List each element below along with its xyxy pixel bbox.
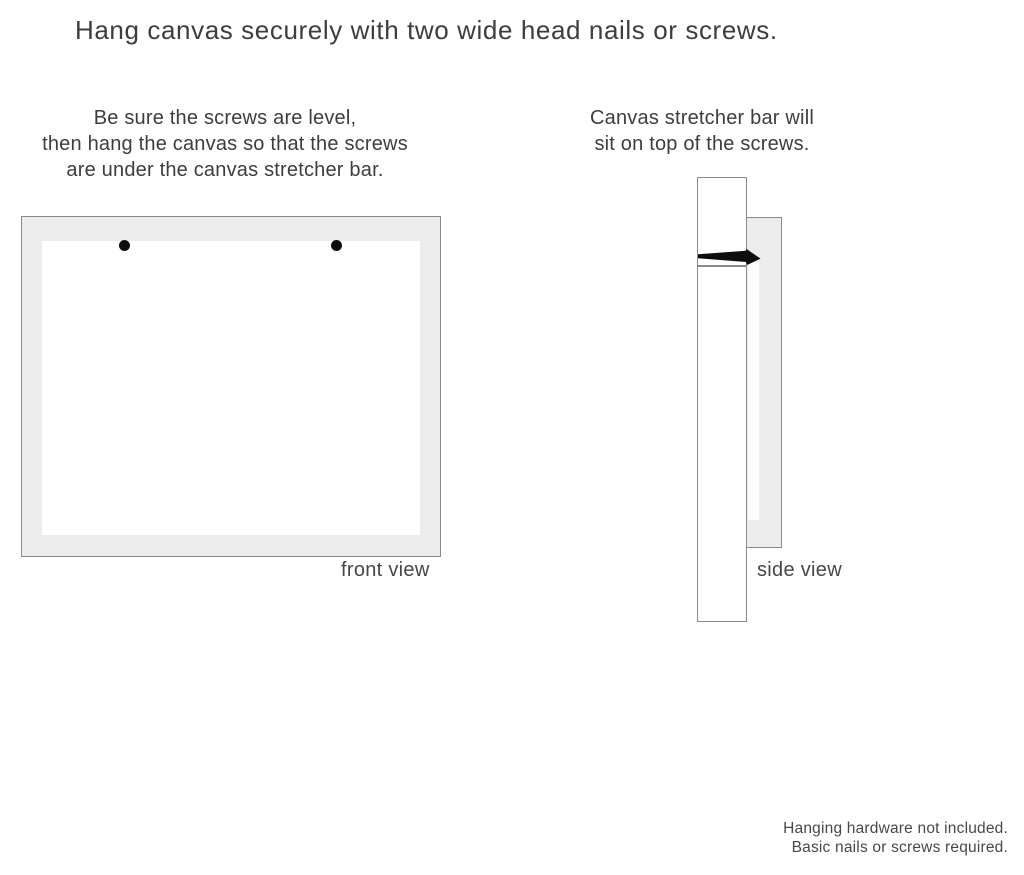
side-view-label: side view (757, 559, 842, 581)
front-view-canvas-frame (21, 216, 441, 557)
page-title: Hang canvas securely with two wide head … (75, 15, 778, 45)
side-view-stretcher-bar (697, 177, 747, 622)
front-view-instructions: Be sure the screws are level, then hang … (25, 105, 425, 183)
front-view-label: front view (341, 559, 430, 581)
disclaimer-line: Hanging hardware not included. (783, 820, 1008, 837)
front-view-canvas-face (42, 241, 420, 535)
instruction-line: sit on top of the screws. (594, 133, 810, 155)
side-view-instructions: Canvas stretcher bar will sit on top of … (552, 105, 852, 157)
nail-icon (698, 248, 761, 265)
instruction-line: Be sure the screws are level, (93, 107, 357, 129)
screw-dot-right-icon (331, 240, 342, 251)
side-view-canvas-face (748, 262, 759, 520)
instruction-line: then hang the canvas so that the screws (42, 133, 408, 155)
stretcher-bar-seam-line (698, 265, 746, 267)
screw-dot-left-icon (119, 240, 130, 251)
hardware-disclaimer: Hanging hardware not included. Basic nai… (783, 819, 1008, 857)
disclaimer-line: Basic nails or screws required. (791, 839, 1008, 856)
instruction-line: are under the canvas stretcher bar. (66, 159, 384, 181)
instruction-line: Canvas stretcher bar will (590, 107, 814, 129)
